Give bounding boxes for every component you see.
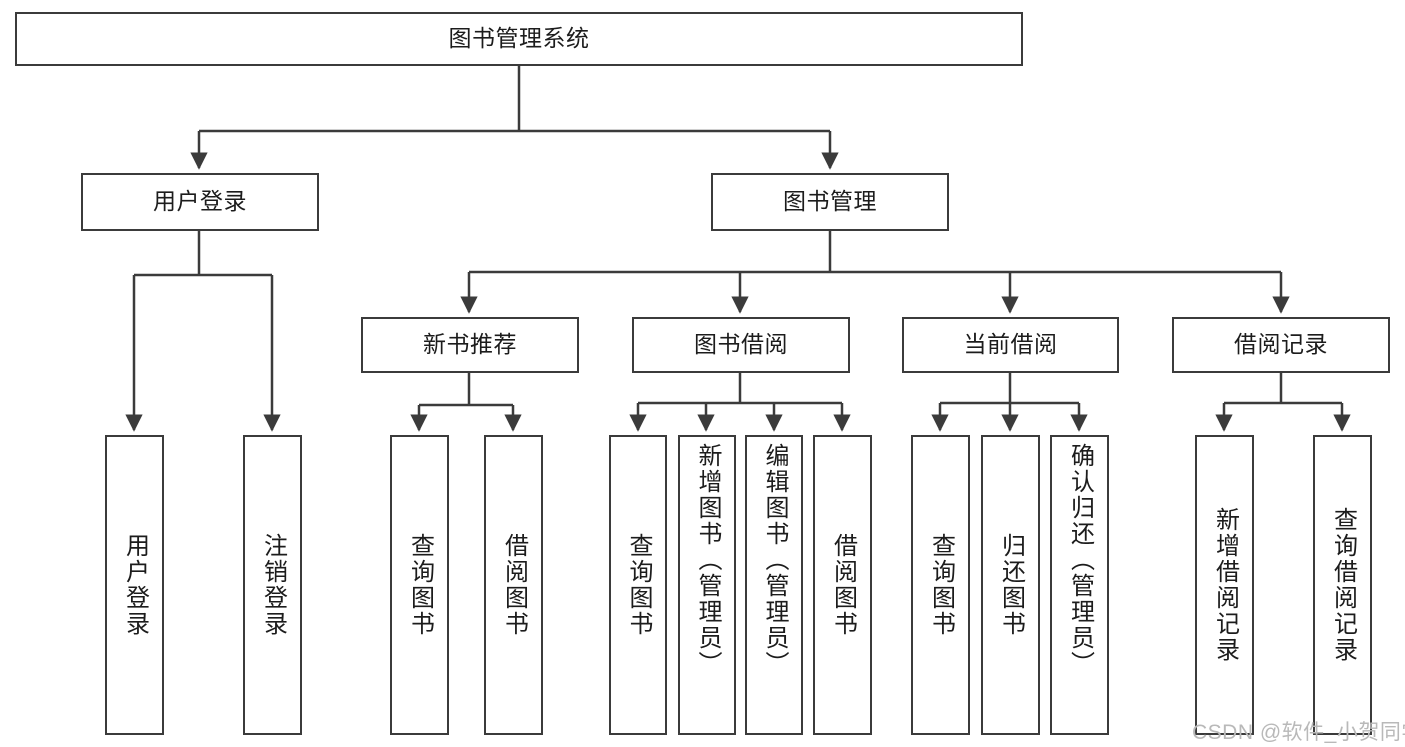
node-new-book-recommend[interactable]: 新书推荐: [361, 317, 579, 373]
leaf-edit-book-admin-label: 编辑图书（管理员）: [761, 443, 788, 677]
node-book-management-label: 图书管理: [783, 188, 877, 215]
leaf-borrow-book[interactable]: 借阅图书: [813, 435, 872, 735]
leaf-query-book-label: 查询图书: [625, 533, 652, 637]
leaf-edit-book-admin[interactable]: 编辑图书（管理员）: [745, 435, 803, 735]
node-current-borrow[interactable]: 当前借阅: [902, 317, 1119, 373]
leaf-user-login-label: 用户登录: [121, 533, 149, 637]
leaf-query-book-current-label: 查询图书: [927, 533, 955, 637]
leaf-add-borrow-record-label: 新增借阅记录: [1211, 507, 1239, 663]
leaf-query-book-current[interactable]: 查询图书: [911, 435, 970, 735]
leaf-borrow-book-recommend-label: 借阅图书: [500, 533, 528, 637]
leaf-return-book-label: 归还图书: [997, 533, 1025, 637]
node-user-login-label: 用户登录: [153, 188, 247, 215]
node-borrow-record-label: 借阅记录: [1234, 331, 1328, 358]
leaf-query-book-recommend-label: 查询图书: [406, 533, 434, 637]
leaf-add-book-admin-label: 新增图书（管理员）: [694, 443, 721, 677]
leaf-return-book[interactable]: 归还图书: [981, 435, 1040, 735]
leaf-query-book[interactable]: 查询图书: [609, 435, 667, 735]
node-current-borrow-label: 当前借阅: [963, 331, 1058, 358]
leaf-add-book-admin[interactable]: 新增图书（管理员）: [678, 435, 736, 735]
leaf-query-book-recommend[interactable]: 查询图书: [390, 435, 449, 735]
node-user-login[interactable]: 用户登录: [81, 173, 319, 231]
leaf-query-borrow-record-label: 查询借阅记录: [1329, 507, 1357, 663]
leaf-logout-label: 注销登录: [259, 533, 287, 637]
csdn-watermark: CSDN @软件_小贺同学: [1192, 721, 1405, 744]
node-root[interactable]: 图书管理系统: [15, 12, 1023, 66]
leaf-user-login[interactable]: 用户登录: [105, 435, 164, 735]
node-root-label: 图书管理系统: [448, 25, 590, 52]
leaf-query-borrow-record[interactable]: 查询借阅记录: [1313, 435, 1372, 735]
node-borrow-record[interactable]: 借阅记录: [1172, 317, 1390, 373]
leaf-confirm-return-admin-label: 确认归还（管理员）: [1066, 443, 1094, 677]
leaf-confirm-return-admin[interactable]: 确认归还（管理员）: [1050, 435, 1109, 735]
node-book-management[interactable]: 图书管理: [711, 173, 949, 231]
leaf-borrow-book-recommend[interactable]: 借阅图书: [484, 435, 543, 735]
leaf-logout[interactable]: 注销登录: [243, 435, 302, 735]
node-new-book-recommend-label: 新书推荐: [423, 331, 517, 358]
node-book-borrow[interactable]: 图书借阅: [632, 317, 850, 373]
leaf-add-borrow-record[interactable]: 新增借阅记录: [1195, 435, 1254, 735]
node-book-borrow-label: 图书借阅: [694, 331, 788, 358]
leaf-borrow-book-label: 借阅图书: [829, 533, 857, 637]
